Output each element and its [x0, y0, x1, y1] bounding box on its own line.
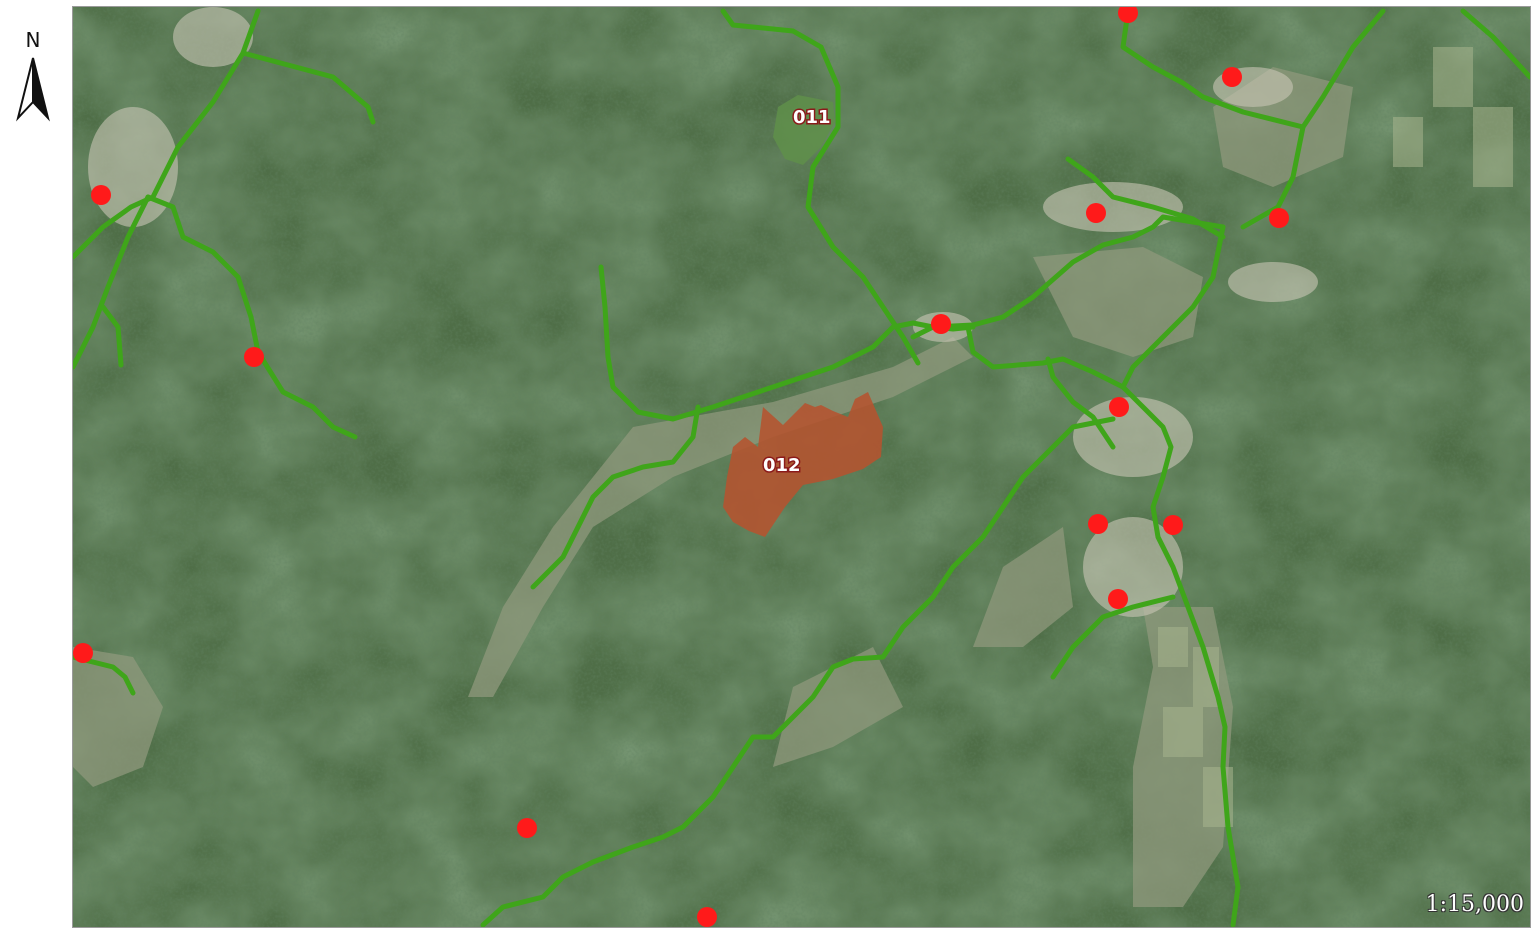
road: [1065, 156, 1226, 240]
parcel-012-label: 012: [763, 455, 801, 476]
north-arrow: N: [10, 28, 56, 128]
road: [1120, 8, 1306, 130]
poi-marker[interactable]: [1269, 208, 1289, 228]
north-arrow-icon: [16, 57, 50, 122]
poi-marker[interactable]: [91, 185, 111, 205]
poi-marker[interactable]: [1088, 514, 1108, 534]
north-arrow-label: N: [25, 28, 41, 52]
road: [720, 8, 921, 366]
parcel-011-label: 011: [793, 107, 831, 128]
road: [1050, 594, 1176, 680]
poi-marker[interactable]: [1109, 397, 1129, 417]
poi-marker[interactable]: [517, 818, 537, 838]
road: [910, 214, 1226, 340]
map-view[interactable]: 011 012: [72, 6, 1531, 928]
road: [480, 416, 1116, 927]
road: [1460, 8, 1530, 80]
road: [598, 264, 976, 422]
poi-marker[interactable]: [73, 643, 93, 663]
map-canvas[interactable]: 011 012: [73, 7, 1530, 927]
road: [145, 194, 358, 440]
scale-label: 1:15,000: [1425, 892, 1524, 917]
road: [73, 654, 136, 696]
poi-marker[interactable]: [1163, 515, 1183, 535]
poi-marker[interactable]: [1222, 67, 1242, 87]
parcel-011[interactable]: [773, 95, 835, 165]
road: [240, 50, 376, 125]
road: [1120, 224, 1226, 390]
parcel-012[interactable]: [723, 392, 883, 537]
road: [100, 304, 124, 368]
poi-marker[interactable]: [1086, 203, 1106, 223]
road: [530, 404, 701, 590]
poi-marker[interactable]: [1118, 7, 1138, 23]
poi-marker[interactable]: [697, 907, 717, 927]
poi-marker[interactable]: [1108, 589, 1128, 609]
parcel-layer: 011 012: [723, 95, 883, 537]
road: [965, 324, 1241, 927]
poi-marker[interactable]: [244, 347, 264, 367]
poi-layer: [73, 7, 1289, 927]
poi-marker[interactable]: [931, 314, 951, 334]
satellite-imagery: [73, 7, 1530, 927]
road: [73, 194, 151, 370]
road: [1045, 356, 1116, 450]
road-layer: [73, 8, 1530, 927]
road: [1240, 8, 1386, 230]
